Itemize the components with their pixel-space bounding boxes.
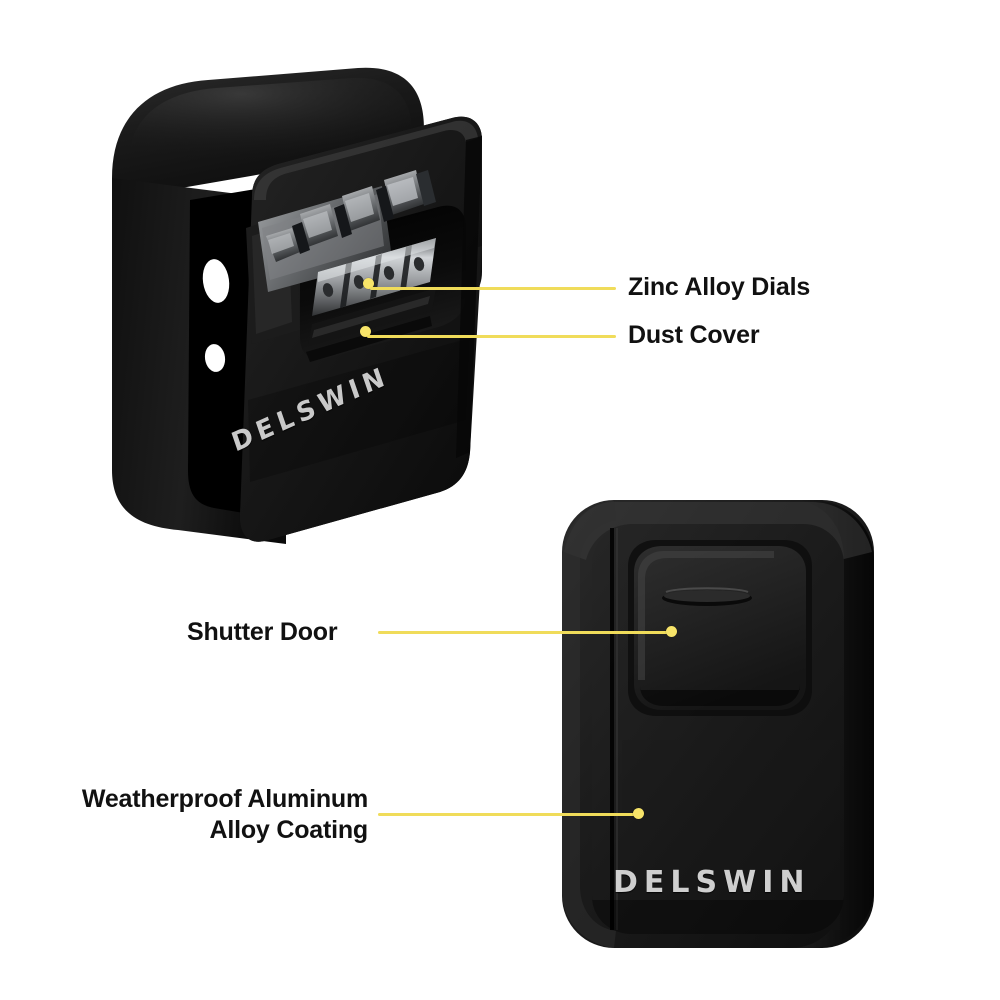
callout-line-shutter-door	[378, 631, 430, 634]
callout-label-weatherproof-coating: Weatherproof Aluminum Alloy Coating	[28, 784, 368, 845]
zinc-alloy-dial-knobs	[266, 170, 436, 262]
callout-dot-dust-cover	[360, 326, 371, 337]
callout-label-shutter-door: Shutter Door	[187, 618, 338, 646]
callout-line-zinc-alloy-dials	[573, 287, 616, 290]
callout-connector-zinc-alloy-dials	[370, 287, 575, 290]
callout-label-line-1: Weatherproof Aluminum	[81, 785, 368, 813]
callout-line-weatherproof-coating	[378, 813, 430, 816]
shutter-door	[634, 546, 806, 710]
lockbox-angled-open	[112, 67, 482, 544]
callout-connector-weatherproof-coating	[428, 813, 640, 816]
dust-cover	[306, 288, 436, 362]
callout-connector-dust-cover	[367, 335, 575, 338]
callout-dot-weatherproof-coating	[633, 808, 644, 819]
callout-label-dust-cover: Dust Cover	[628, 321, 760, 349]
callout-label-zinc-alloy-dials: Zinc Alloy Dials	[628, 273, 811, 301]
callout-dot-zinc-alloy-dials	[363, 278, 374, 289]
zinc-alloy-dials-band	[312, 238, 436, 316]
callout-line-dust-cover	[573, 335, 616, 338]
lockbox-front-closed	[562, 500, 874, 948]
callout-dot-shutter-door	[666, 626, 677, 637]
brand-logo-front: DELSWIN	[613, 865, 811, 900]
callout-connector-shutter-door	[428, 631, 673, 634]
callout-label-line-2: Alloy Coating	[209, 815, 368, 844]
